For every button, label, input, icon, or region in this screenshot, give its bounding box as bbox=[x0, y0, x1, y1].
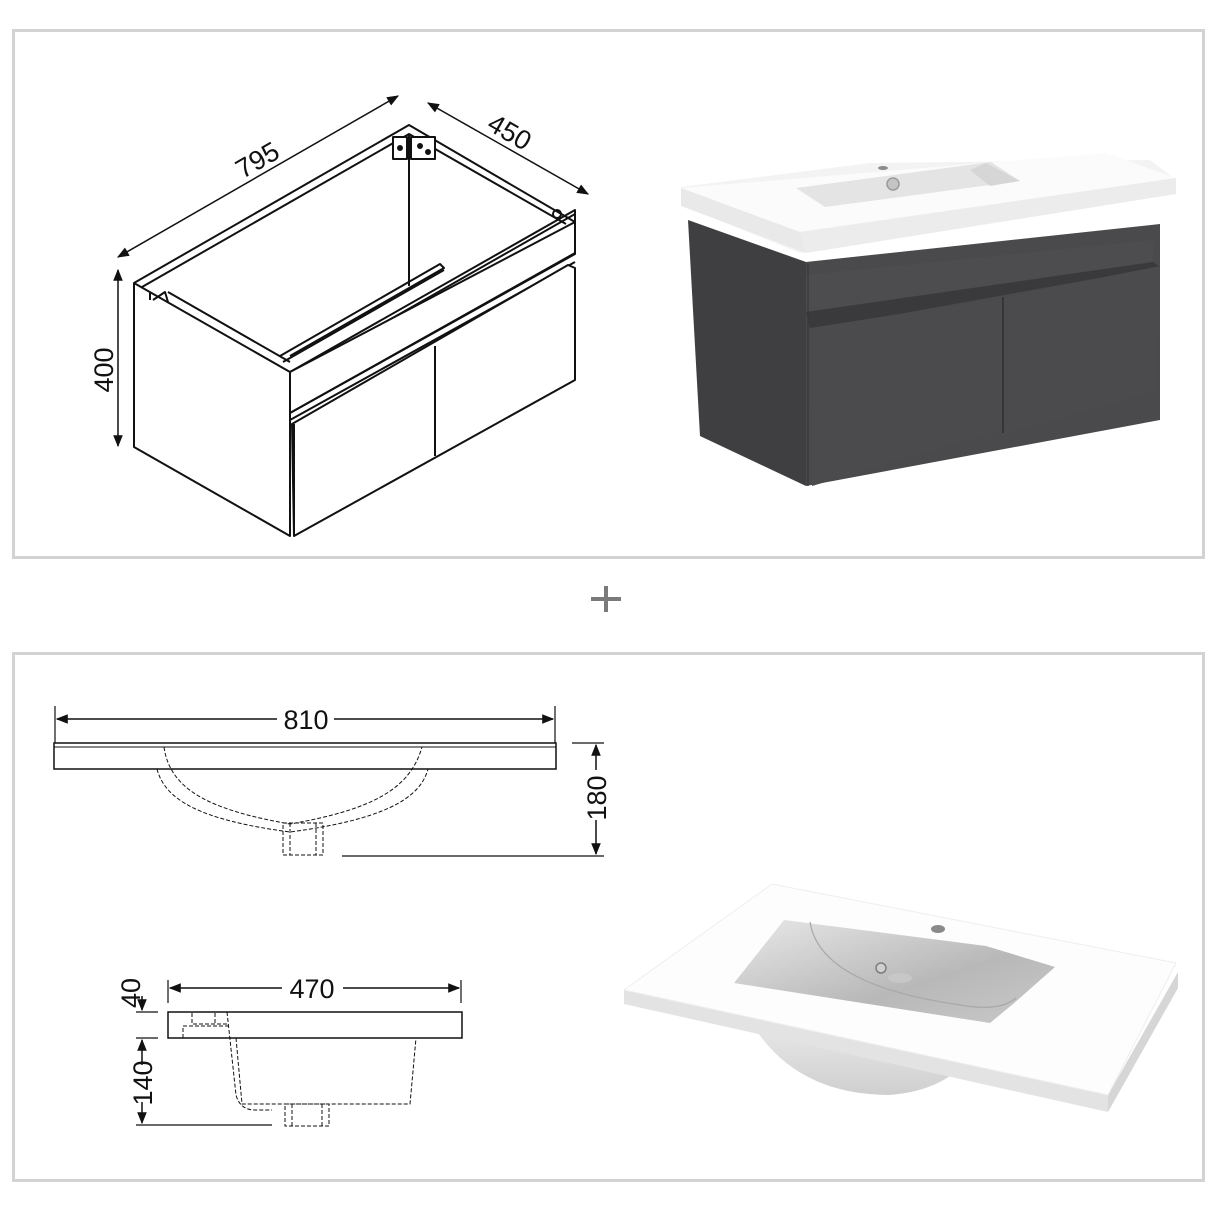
basin-width-label: 810 bbox=[283, 705, 328, 735]
basin-panel bbox=[12, 652, 1205, 1182]
basin-side-drawing: 470 40 140 bbox=[116, 974, 463, 1127]
basin-depth-label: 470 bbox=[289, 974, 334, 1004]
cabinet-render-image bbox=[681, 153, 1176, 486]
basin-top-thickness-label: 40 bbox=[116, 978, 146, 1008]
basin-front-drawing: 810 180 bbox=[53, 705, 612, 857]
cabinet-height-label: 400 bbox=[89, 347, 119, 392]
cabinet-line-drawing bbox=[133, 124, 576, 537]
basin-render-image bbox=[622, 883, 1178, 1112]
cabinet-depth-label: 450 bbox=[482, 108, 536, 157]
basin-height-label: 180 bbox=[582, 775, 612, 820]
basin-bowl-depth-label: 140 bbox=[128, 1060, 158, 1105]
plus-icon bbox=[591, 586, 621, 612]
cabinet-width-label: 795 bbox=[230, 136, 284, 185]
